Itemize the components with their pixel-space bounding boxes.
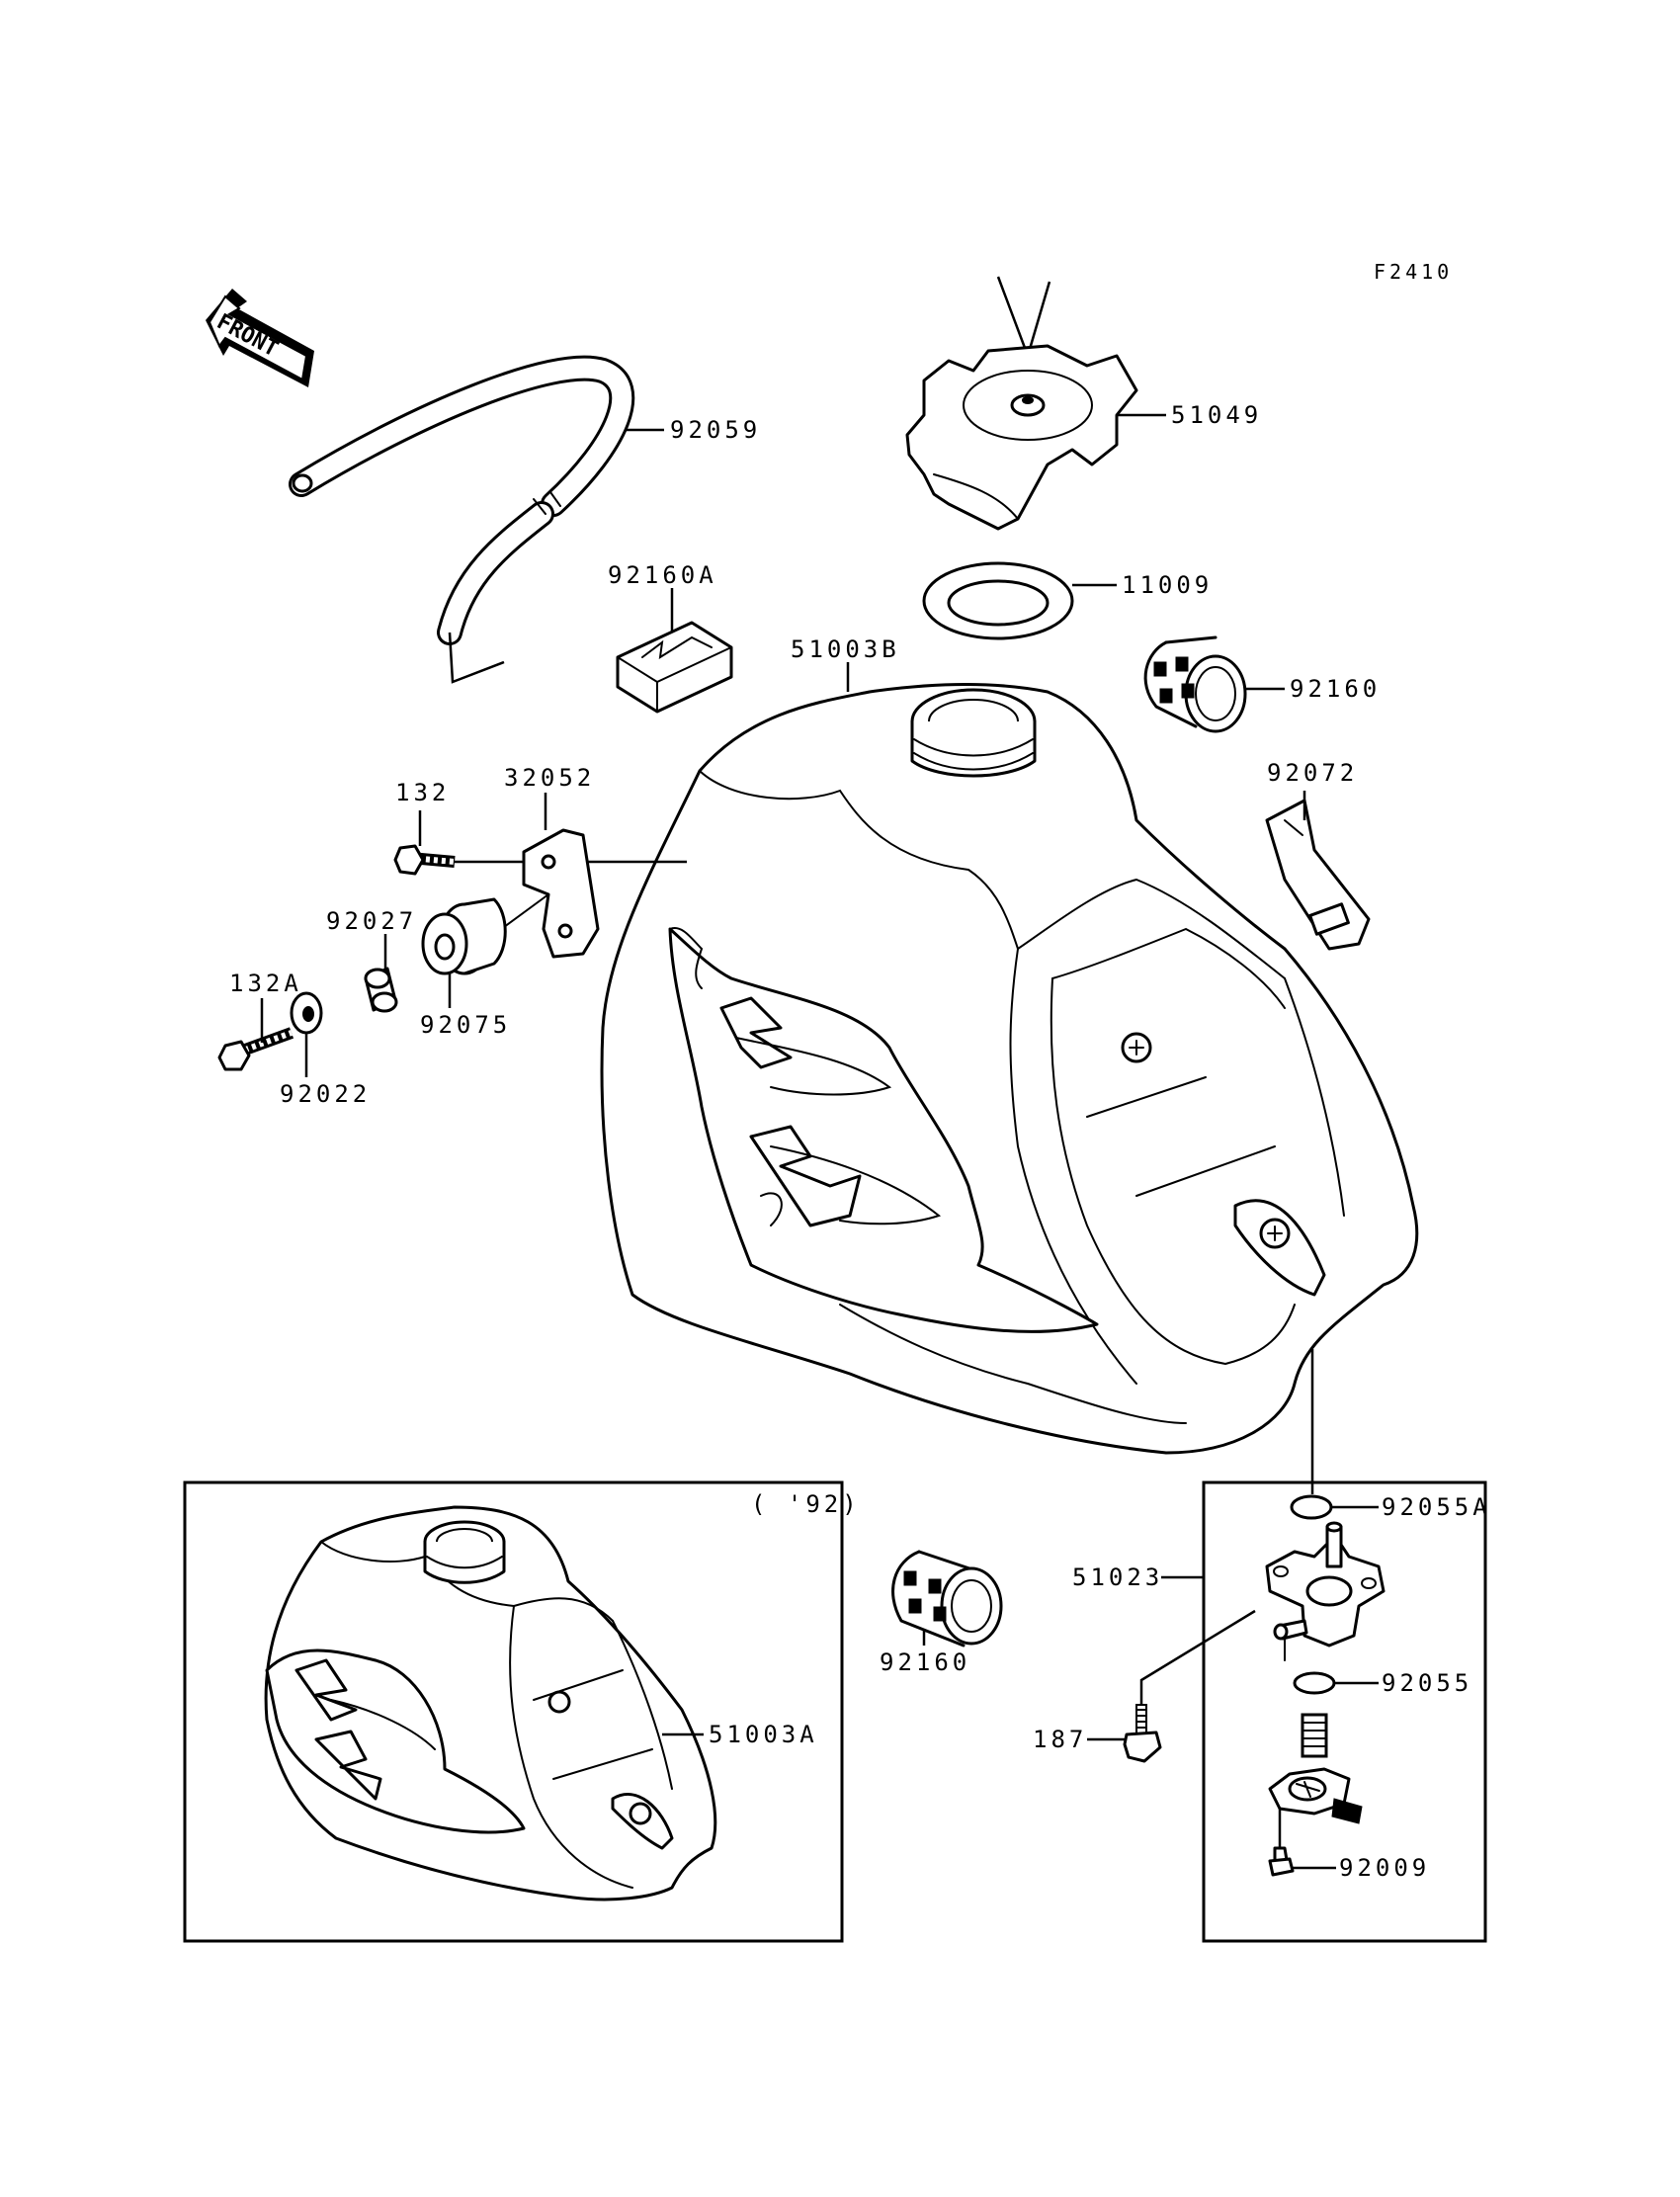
label-92160-upper: 92160 [1290,675,1381,703]
bolt-187 [1123,1609,1256,1763]
label-51003b: 51003B [791,635,900,663]
bolt-132a [217,1027,294,1071]
label-92055a: 92055A [1382,1493,1491,1521]
bolt-132 [393,844,456,876]
figure-code: F2410 [1374,260,1453,284]
inset-box-92 [183,1480,844,1943]
label-92027: 92027 [326,907,417,935]
fuel-cock-lever [1268,1767,1363,1824]
fuel-cock [1265,1521,1386,1661]
label-51003a: 51003A [709,1721,818,1748]
fuel-hose [289,355,635,684]
tank-band [1265,799,1371,951]
label-187: 187 [1033,1726,1087,1753]
oring-92055a [1290,1494,1333,1520]
label-92009: 92009 [1339,1854,1430,1882]
oring-92055 [1293,1671,1336,1695]
collar-92027 [364,967,398,1013]
damper-92160a [616,621,733,714]
inset-label: ( '92) [751,1490,861,1518]
label-92022: 92022 [280,1080,371,1108]
label-51023: 51023 [1072,1563,1163,1591]
spring [1301,1713,1328,1758]
label-92075: 92075 [420,1011,511,1039]
label-92059: 92059 [670,416,761,444]
label-32052: 32052 [504,764,595,792]
tank-bracket [473,828,600,959]
fuel-cock-box [1202,1480,1487,1943]
label-132a: 132A [229,970,302,997]
fuel-filter-upper [1143,633,1247,733]
screw-92009 [1268,1809,1295,1877]
label-132: 132 [395,779,450,806]
fuel-filter-lower [891,1550,1003,1648]
label-11009: 11009 [1122,571,1213,599]
label-92160a: 92160A [608,561,717,589]
grommet-92075 [421,897,507,975]
label-51049: 51049 [1171,401,1262,429]
fuel-tank-main [600,683,1419,1455]
cap-gasket [922,561,1074,640]
label-92072: 92072 [1267,759,1358,787]
fuel-cap [905,276,1138,531]
washer-92022 [290,991,323,1035]
label-92055: 92055 [1382,1669,1472,1697]
front-arrow-icon: FRONT [206,289,314,387]
fuel-tank-92 [264,1505,717,1901]
label-92160-lower: 92160 [880,1648,970,1676]
